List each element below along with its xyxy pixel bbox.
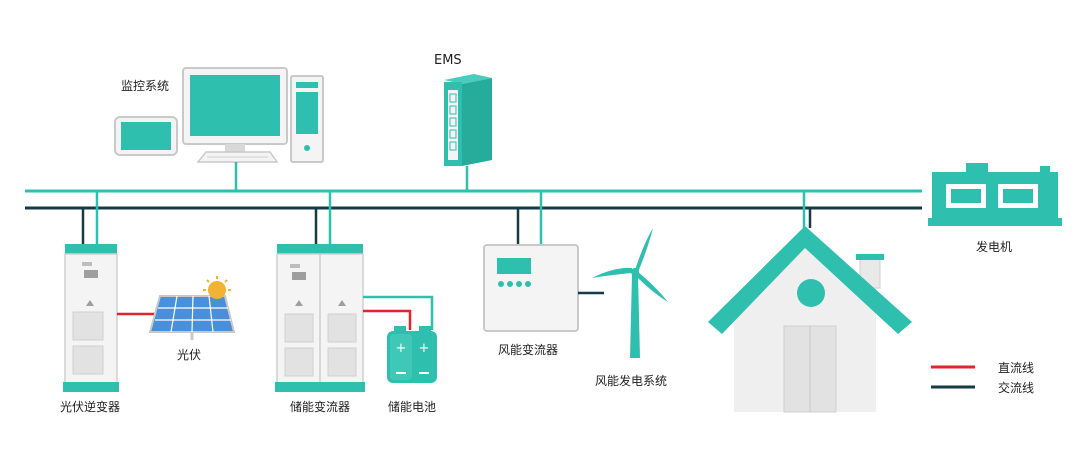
wind-converter-label: 风能变流器: [498, 343, 559, 357]
wind-system-label: 风能发电系统: [595, 374, 668, 388]
generator-icon: [928, 163, 1062, 226]
battery-icon: + +: [387, 326, 437, 383]
svg-text:+: +: [419, 341, 430, 356]
storage-converter-cabinet: [275, 244, 365, 392]
storage-dc-line-teal: [363, 295, 434, 330]
sun-icon: [203, 276, 231, 299]
battery-label: 储能电池: [388, 400, 437, 414]
wind-turbine-icon: [592, 228, 668, 358]
solar-panel-icon: [148, 295, 236, 340]
monitoring-label: 监控系统: [121, 79, 170, 93]
legend-dc-label: 直流线: [998, 361, 1035, 375]
ems-rack-icon: [444, 74, 492, 166]
storage-converter-label: 储能变流器: [289, 400, 351, 414]
wind-converter-box: [483, 244, 579, 332]
monitoring-system-icon: [114, 67, 324, 163]
house-icon: [708, 226, 912, 413]
ems-label: EMS: [434, 53, 462, 68]
pv-label: 光伏: [177, 348, 202, 362]
legend-ac-label: 交流线: [998, 381, 1035, 395]
generator-label: 发电机: [976, 240, 1013, 254]
svg-text:+: +: [396, 341, 407, 356]
pv-inverter-label: 光伏逆变器: [59, 400, 121, 414]
pv-inverter-cabinet: [63, 244, 119, 392]
storage-dc-line-red: [363, 309, 412, 330]
